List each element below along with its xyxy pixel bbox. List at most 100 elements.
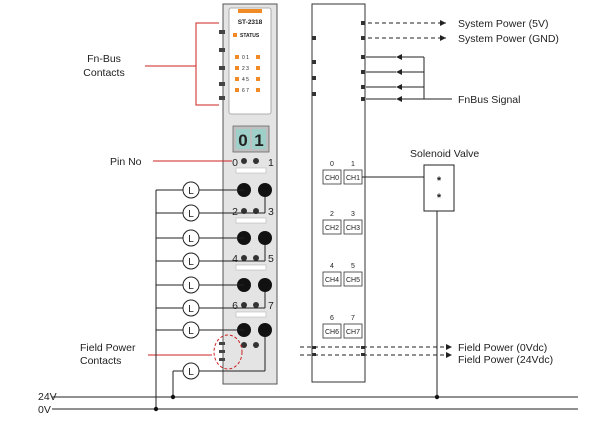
fnbus-contact-slot bbox=[219, 30, 225, 34]
display-digit-bg bbox=[252, 129, 266, 149]
terminal-label-strip bbox=[235, 311, 267, 318]
load-symbol-label: L bbox=[188, 257, 194, 268]
channel-label: CH5 bbox=[346, 277, 360, 284]
channel-led bbox=[235, 77, 239, 81]
terminal-screw bbox=[258, 278, 272, 292]
load-symbol bbox=[182, 362, 200, 380]
terminal-label-strip bbox=[235, 264, 267, 271]
channel-box bbox=[322, 271, 342, 287]
orange-header-bar bbox=[238, 9, 262, 13]
display-digit-bg bbox=[236, 129, 250, 149]
channel-led bbox=[256, 88, 260, 92]
fnbus-contact-slot bbox=[219, 66, 225, 70]
solenoid-mark: * bbox=[437, 175, 442, 187]
schematic-outline bbox=[311, 3, 366, 383]
led-label: 2 3 bbox=[242, 66, 249, 72]
load-symbol bbox=[182, 181, 200, 199]
terminal-small bbox=[253, 158, 259, 164]
load-symbol-label: L bbox=[188, 234, 194, 245]
pin-number: 1 bbox=[268, 157, 274, 169]
model-label: ST-2318 bbox=[238, 19, 263, 26]
terminal-screw bbox=[258, 231, 272, 245]
field-power-0v-label: Field Power (0Vdc) bbox=[458, 342, 547, 354]
channel-number: 5 bbox=[351, 263, 355, 270]
display-digit: 0 bbox=[238, 131, 247, 150]
pin-no-callout: Pin No bbox=[110, 156, 232, 168]
pin-number: 6 bbox=[232, 300, 238, 312]
pin-number: 7 bbox=[268, 300, 274, 312]
led-label: 4 5 bbox=[242, 77, 249, 83]
solenoid-mark: * bbox=[437, 192, 442, 204]
channel-led bbox=[235, 88, 239, 92]
channel-number: 0 bbox=[330, 161, 334, 168]
pin-number: 3 bbox=[268, 206, 274, 218]
channel-label: CH1 bbox=[346, 175, 360, 182]
load-symbol-label: L bbox=[188, 367, 194, 378]
fnbus-signal-lines bbox=[366, 54, 452, 102]
field-power-contact bbox=[219, 350, 225, 353]
channel-number: 6 bbox=[330, 315, 334, 322]
field-power-lines bbox=[300, 344, 452, 358]
pin-number: 0 bbox=[232, 157, 238, 169]
terminal-small bbox=[253, 255, 259, 261]
load-wiring bbox=[155, 189, 266, 409]
channel-label: CH6 bbox=[325, 329, 339, 336]
channel-led bbox=[256, 77, 260, 81]
fnbus-contact-slot bbox=[219, 82, 225, 86]
field-power-contacts-label-line2: Contacts bbox=[80, 355, 121, 367]
field-power-contact bbox=[219, 358, 225, 361]
channel-box bbox=[343, 219, 363, 235]
terminal-screw bbox=[258, 183, 272, 197]
channel-box bbox=[343, 271, 363, 287]
load-symbol bbox=[182, 204, 200, 222]
system-power-5v-label: System Power (5V) bbox=[458, 18, 548, 30]
display-digit: 1 bbox=[254, 131, 263, 150]
terminal-small bbox=[241, 302, 247, 308]
field-power-contacts-label-line1: Field Power bbox=[80, 342, 136, 354]
load-symbol bbox=[182, 229, 200, 247]
field-power-24v-label: Field Power (24Vdc) bbox=[458, 354, 553, 366]
terminal-small bbox=[241, 158, 247, 164]
channel-box bbox=[343, 323, 363, 339]
fnbus-signal-label: FnBus Signal bbox=[458, 94, 520, 106]
solenoid-valve: Solenoid Valve * * bbox=[362, 148, 479, 397]
channel-label: CH0 bbox=[325, 175, 339, 182]
channel-number: 4 bbox=[330, 263, 334, 270]
load-symbol-label: L bbox=[188, 281, 194, 292]
solenoid-box bbox=[423, 164, 455, 212]
channel-number: 7 bbox=[351, 315, 355, 322]
load-symbol bbox=[182, 252, 200, 270]
channel-box bbox=[322, 169, 342, 185]
field-power-callout: Field Power Contacts bbox=[80, 334, 243, 370]
channel-led bbox=[235, 55, 239, 59]
field-power-highlight bbox=[213, 334, 243, 370]
junction-dot bbox=[153, 406, 159, 412]
led-label: 0 1 bbox=[242, 55, 249, 61]
channel-box bbox=[322, 323, 342, 339]
terminal-small bbox=[241, 342, 247, 348]
status-led bbox=[233, 33, 237, 37]
channel-number: 2 bbox=[330, 211, 334, 218]
load-symbol bbox=[182, 321, 200, 339]
terminal-label-strip bbox=[235, 217, 267, 224]
system-power-lines bbox=[368, 20, 446, 41]
field-power-contact bbox=[219, 342, 225, 345]
led-label: 6 7 bbox=[242, 88, 249, 94]
rail-0v-label: 0V bbox=[38, 404, 51, 416]
load-symbol-label: L bbox=[188, 186, 194, 197]
power-rails: 24V 0V bbox=[38, 391, 578, 416]
pin-no-label: Pin No bbox=[110, 156, 142, 168]
channel-led bbox=[256, 55, 260, 59]
fnbus-contacts-label-line2: Contacts bbox=[83, 67, 124, 79]
fnbus-contact-slot bbox=[219, 48, 225, 52]
channel-label: CH2 bbox=[325, 225, 339, 232]
load-symbol-label: L bbox=[188, 209, 194, 220]
channel-number: 1 bbox=[351, 161, 355, 168]
terminal-screw bbox=[258, 323, 272, 337]
system-power-gnd-label: System Power (GND) bbox=[458, 33, 559, 45]
channel-led bbox=[235, 66, 239, 70]
channel-box bbox=[322, 219, 342, 235]
fnbus-contacts-label-line1: Fn-Bus bbox=[87, 53, 121, 65]
